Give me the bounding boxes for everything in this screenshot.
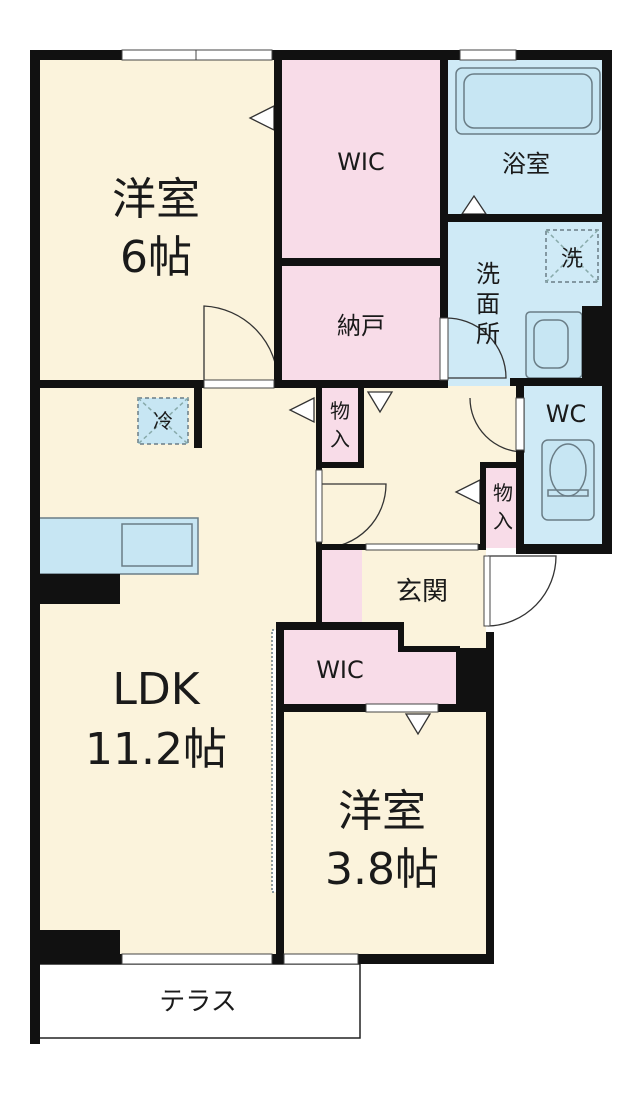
wall-closet-a-right — [358, 386, 364, 466]
label-western-6-size: 6帖 — [120, 232, 192, 283]
wall-ldk-corner — [38, 930, 120, 960]
window-western-6 — [121, 49, 273, 61]
washer-mark — [545, 229, 599, 283]
label-washroom-2: 面 — [476, 290, 500, 318]
wall-fridge-side — [194, 386, 202, 448]
door-washroom — [443, 317, 507, 379]
label-closet-b-1: 物 — [493, 481, 513, 505]
wall-wic-bottom — [278, 258, 444, 266]
label-wc: WC — [546, 400, 587, 428]
label-closet-a-2: 入 — [330, 427, 350, 451]
label-wic-mid: WIC — [316, 656, 364, 684]
opening-storage — [203, 379, 275, 389]
label-western-38-size: 3.8帖 — [325, 844, 439, 895]
wall-hall-left — [316, 468, 322, 628]
floor-entrance-step — [322, 548, 362, 626]
floor-storage — [278, 262, 444, 386]
wall-outer-top — [30, 50, 612, 60]
window-bath — [459, 49, 517, 61]
label-ldk-name: LDK — [112, 664, 200, 715]
wall-wic-right — [440, 58, 448, 388]
door-swings — [203, 104, 557, 736]
wall-wic-mid-step2 — [398, 646, 460, 652]
label-wic-top: WIC — [337, 148, 385, 176]
opening-hall-ldk — [315, 469, 323, 543]
fixtures — [37, 67, 601, 893]
floor-ldk-ext — [278, 386, 320, 626]
wall-outer-left — [30, 50, 40, 1044]
wall-w38-right — [486, 632, 494, 962]
floor-western-38 — [284, 708, 490, 956]
wall-closet-b-left — [480, 462, 486, 550]
marker-closet-a — [288, 396, 315, 424]
washer-diag-b — [545, 229, 599, 283]
wall-entry-col — [456, 648, 490, 710]
bathtub-inner — [463, 73, 593, 129]
wall-wash-right-block — [582, 306, 606, 386]
kitchen-sink — [121, 523, 193, 567]
opening-entrance — [483, 555, 491, 627]
label-fridge: 冷 — [153, 409, 173, 433]
label-closet-b-2: 入 — [493, 509, 513, 533]
wall-wic-mid-left — [276, 622, 284, 962]
door-entrance — [487, 555, 557, 627]
marker-hall-top — [366, 391, 394, 414]
opening-hall — [365, 543, 479, 551]
opening-wc — [515, 397, 525, 451]
wall-wic-mid-step — [398, 622, 404, 652]
fridge-diag-a — [137, 397, 189, 445]
floor-closet-a — [320, 386, 360, 462]
bathtub — [455, 67, 601, 135]
wall-wc-left — [516, 386, 524, 554]
label-western-38-name: 洋室 — [338, 786, 426, 837]
fridge-diag-b — [137, 397, 189, 445]
wall-bath-bottom — [444, 214, 606, 222]
opening-w38 — [365, 703, 439, 713]
floor-wic-top — [278, 58, 444, 262]
label-entrance: 玄関 — [396, 577, 448, 607]
wall-w6-right — [274, 58, 282, 386]
kitchen-counter — [37, 517, 199, 575]
floor-wic-mid — [284, 630, 460, 708]
window-ldk — [121, 953, 273, 965]
label-washroom-1: 洗 — [476, 260, 500, 288]
wall-closet-a — [316, 386, 322, 466]
windows — [121, 49, 525, 965]
wash-basin-bowl — [533, 319, 569, 369]
toilet-tank — [541, 439, 595, 521]
label-bath: 浴室 — [502, 150, 550, 178]
opening-washroom — [439, 317, 449, 381]
toilet-seat-edge — [547, 489, 589, 497]
wall-outer-right — [602, 50, 612, 552]
label-storage: 納戸 — [337, 312, 385, 340]
wall-entry-left-bottom — [276, 622, 404, 630]
floor-ldk — [36, 386, 278, 956]
label-washroom-3: 所 — [476, 320, 500, 348]
wall-kitchen-end — [38, 574, 120, 604]
labels: 洋室 6帖 WIC 浴室 洗 洗 面 所 納戸 冷 物 入 物 入 WC 玄関 … — [85, 148, 586, 1017]
label-washer: 洗 — [561, 247, 583, 272]
label-closet-a-1: 物 — [330, 399, 350, 423]
wall-wash-bottom — [510, 378, 606, 386]
wall-bottom-right — [520, 544, 612, 554]
window-w38 — [283, 953, 359, 965]
wall-closet-b-top — [480, 462, 524, 468]
label-ldk-size: 11.2帖 — [85, 724, 227, 775]
label-western-6-name: 洋室 — [112, 174, 200, 225]
wall-closet-a-bottom — [316, 462, 364, 468]
floor-closet-b — [484, 466, 520, 548]
marker-western-38 — [404, 713, 432, 736]
floor-western-6 — [36, 58, 278, 386]
floor-terrace — [37, 963, 361, 1039]
label-terrace: テラス — [159, 987, 236, 1017]
